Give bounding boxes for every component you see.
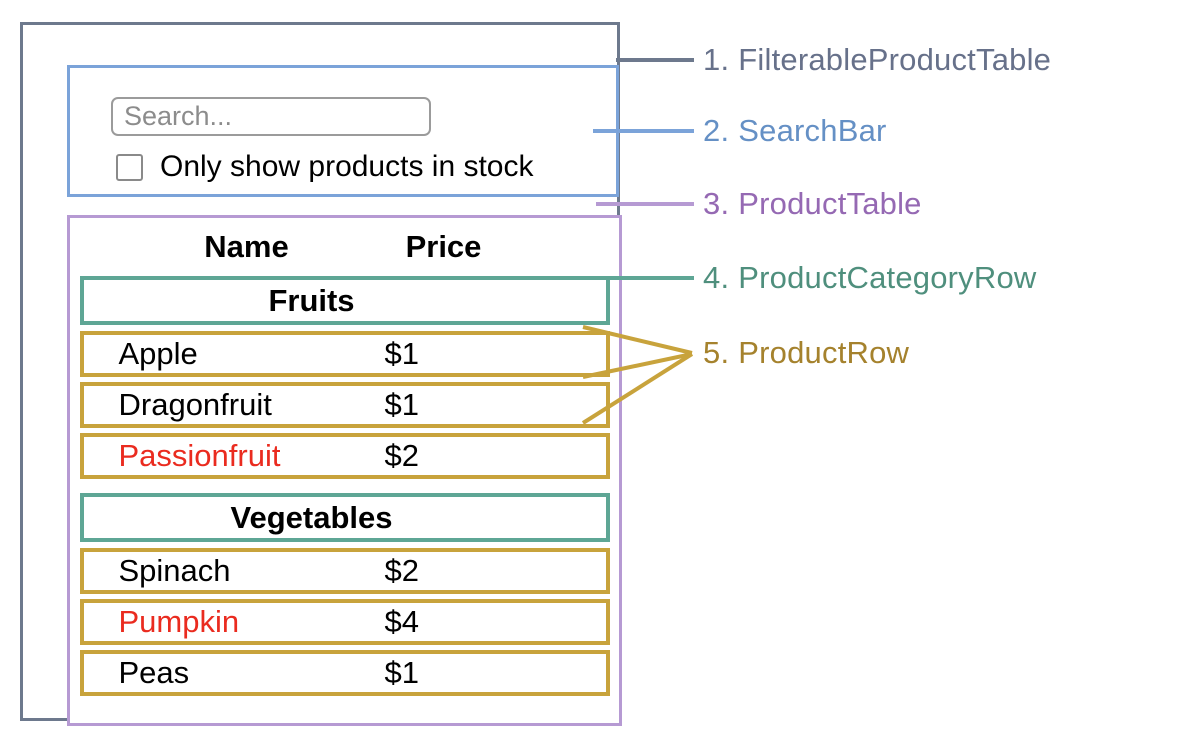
product-price: $1 [384,336,419,371]
annotation-label: ProductCategoryRow [738,260,1037,295]
product-name: Passionfruit [118,438,281,473]
annotation-number: 5. [703,335,730,370]
search-input[interactable] [111,97,431,136]
product-name: Apple [118,336,198,371]
annotation-number: 4. [703,260,730,295]
annotation-product-row: 5.ProductRow [703,333,909,373]
filterable-product-table-box: Only show products in stock Name Price F… [20,22,622,726]
product-price: $2 [384,438,419,473]
annotation-label: ProductTable [738,186,922,221]
in-stock-checkbox[interactable] [116,153,143,181]
product-row: Passionfruit $2 [79,433,610,479]
product-price: $2 [384,553,419,588]
annotation-number: 2. [703,113,730,148]
table-header-row: Name Price [80,229,610,264]
annotation-number: 1. [703,42,730,77]
product-row: Peas $1 [79,650,610,696]
annotation-label: ProductRow [738,335,910,370]
annotation-search-bar: 2.SearchBar [703,111,887,151]
annotation-product-table: 3.ProductTable [703,184,922,224]
product-price: $1 [384,387,419,422]
product-price: $1 [384,655,419,690]
annotation-label: SearchBar [738,113,887,148]
in-stock-checkbox-label: Only show products in stock [160,150,534,183]
product-price: $4 [384,604,419,639]
product-row: Apple $1 [79,331,610,377]
product-name: Pumpkin [118,604,240,639]
price-column-header: Price [405,229,482,264]
search-bar-box: Only show products in stock [67,65,619,197]
annotation-filterable-product-table: 1.FilterableProductTable [703,40,1051,80]
product-name: Peas [118,655,190,690]
product-row: Spinach $2 [79,548,610,594]
product-name: Spinach [118,553,231,588]
product-row: Pumpkin $4 [79,599,610,645]
name-column-header: Name [204,229,289,264]
product-category-row: Vegetables [79,493,610,542]
annotation-number: 3. [703,186,730,221]
product-name: Dragonfruit [118,387,272,422]
product-row: Dragonfruit $1 [79,382,610,428]
in-stock-checkbox-row: Only show products in stock [116,152,534,182]
annotation-label: FilterableProductTable [738,42,1052,77]
annotation-product-category-row: 4.ProductCategoryRow [703,258,1037,298]
product-category-row: Fruits [79,276,610,325]
